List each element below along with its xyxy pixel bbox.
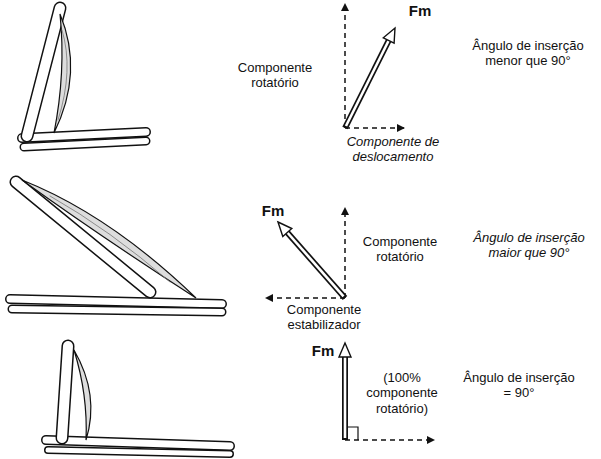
- component-label: Componente rotatório: [356, 234, 444, 265]
- arm-extended: [10, 180, 222, 312]
- force-label: Fm: [308, 342, 338, 360]
- angle-label: Ângulo de inserção = 90°: [463, 370, 575, 401]
- angle-label: Ângulo de inserção maior que 90°: [463, 230, 595, 261]
- force-label: Fm: [400, 2, 440, 20]
- component-label: Componente rotatório: [230, 60, 320, 91]
- force-label: Fm: [258, 202, 288, 220]
- arm-right-angle: [46, 346, 230, 454]
- angle-label: Ângulo de inserção menor que 90°: [465, 38, 591, 69]
- vector-diagram-obtuse: [266, 208, 345, 298]
- component-label: Componente de deslocamento: [334, 134, 452, 165]
- vector-diagram-acute: [345, 4, 404, 128]
- arm-flexed: [22, 8, 146, 147]
- note-label: (100% componente rotatório): [356, 370, 448, 416]
- component-label: Componente estabilizador: [268, 302, 380, 333]
